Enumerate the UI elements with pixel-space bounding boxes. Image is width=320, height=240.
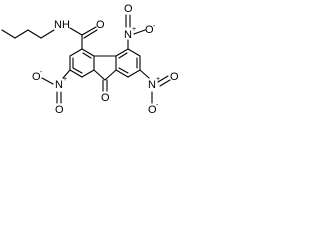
nitro-left-o1-charge: - — [40, 69, 43, 76]
amide-o-label: O — [96, 19, 105, 31]
bond-n-carbonyl — [69, 27, 83, 36]
nitro-top-n: N — [124, 29, 132, 41]
nitro-right-o1-bond-2 — [159, 79, 171, 87]
nitro-right-o1: O — [170, 71, 179, 83]
nitro-right-o1-bond-1 — [157, 75, 169, 83]
nitro-left-o2: O — [55, 104, 64, 114]
cr-b2 — [93, 69, 106, 81]
nitro-top-n-charge: + — [132, 26, 136, 33]
bond-c4-n — [40, 29, 55, 39]
nitro-right-n-charge: + — [156, 76, 160, 83]
nitro-right: N + O O - — [139, 69, 179, 114]
nitro-left-o1-bond — [41, 77, 54, 85]
nitro-top-o2: O — [124, 3, 133, 15]
lr-b4 — [69, 69, 83, 78]
nitro-left-o1: O — [32, 71, 41, 83]
nitro-top-o1-bond — [133, 29, 146, 35]
bond-c1-c2 — [1, 29, 16, 39]
rr-b4 — [115, 69, 129, 78]
cr-b3 — [104, 69, 117, 81]
nitro-top-o1: O — [145, 24, 154, 36]
lr-b1 — [81, 48, 95, 57]
nitro-right-bond — [139, 69, 150, 79]
amide-group: N H O — [54, 19, 105, 50]
bond-carbonyl-o-1 — [81, 26, 97, 36]
amide-n-label: N — [54, 19, 62, 31]
bond-c3-c4 — [27, 29, 42, 39]
rr-b3 — [127, 69, 141, 78]
right-ring — [115, 48, 141, 78]
butyl-chain — [1, 29, 55, 39]
nitro-left-n-charge: + — [63, 76, 67, 83]
nitro-left-bond — [62, 69, 71, 79]
nitro-left: N + O - O — [32, 69, 71, 114]
rr-b6 — [115, 48, 129, 57]
bond-carbonyl-o-2 — [83, 29, 98, 39]
rr-b1 — [127, 48, 141, 57]
ketone-o-label: O — [101, 92, 110, 104]
lr-b3 — [81, 69, 95, 78]
nitro-right-n: N — [148, 79, 156, 91]
left-ring — [69, 48, 95, 78]
lr-b6 — [69, 48, 83, 57]
molecule-structure: N H O O — [1, 3, 179, 114]
nitro-right-o2-charge: - — [156, 102, 159, 109]
lr-d1 — [82, 52, 92, 59]
bond-c2-c3 — [14, 29, 29, 39]
nitro-right-o2: O — [148, 104, 157, 114]
lr-d2 — [72, 67, 83, 74]
central-ring: O — [93, 55, 117, 104]
nitro-top: N + O - O — [124, 3, 156, 50]
amide-h-label: H — [62, 19, 70, 31]
nitro-top-o1-charge: - — [153, 23, 156, 30]
nitro-left-n: N — [55, 79, 63, 91]
rr-d3 — [118, 67, 129, 74]
rr-d1 — [118, 52, 128, 59]
